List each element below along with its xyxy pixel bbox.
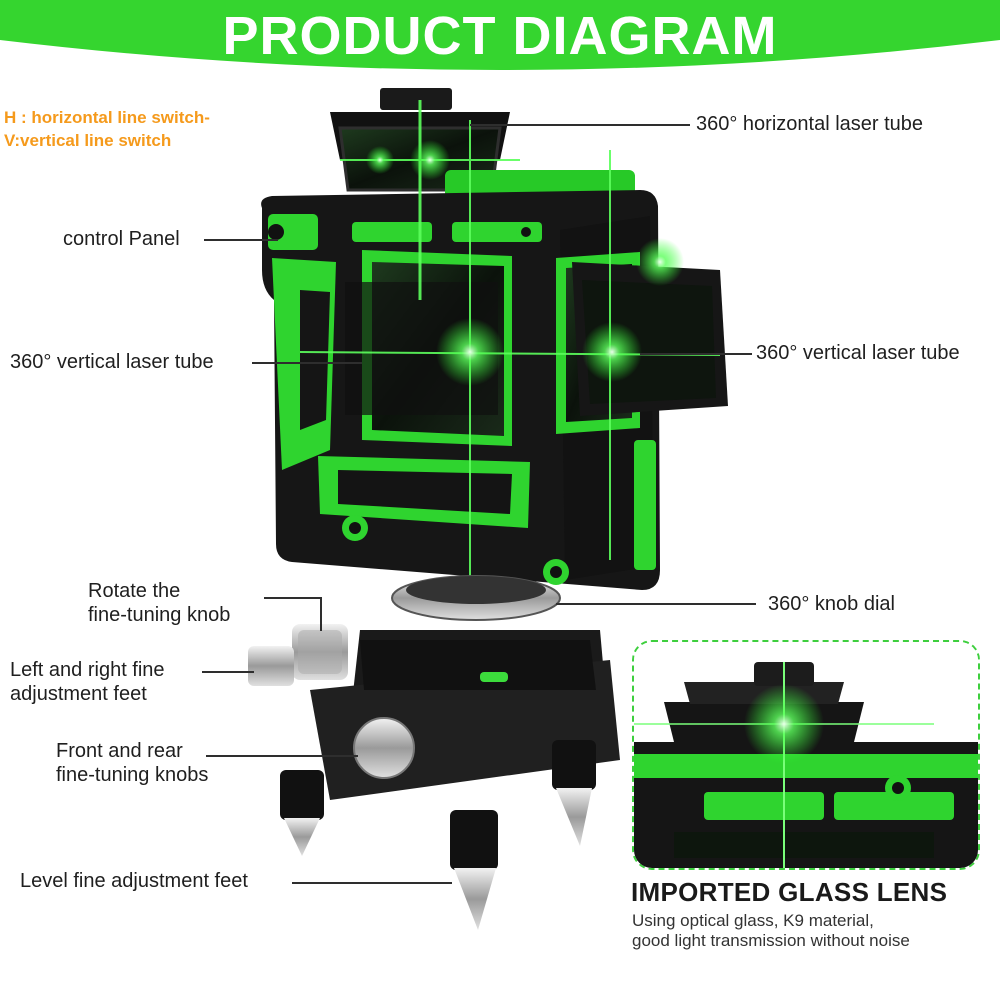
- switch-note: H : horizontal line switch- V:vertical l…: [4, 106, 210, 152]
- label-knob-dial: 360° knob dial: [768, 593, 895, 615]
- laser-glow: [582, 322, 642, 382]
- inset-desc-line1: Using optical glass, K9 material,: [632, 911, 874, 930]
- horizontal-laser-tube: [330, 88, 635, 200]
- inset-title: IMPORTED GLASS LENS: [631, 877, 948, 907]
- leader-vertical-tube-left: [252, 362, 362, 364]
- laser-glow: [366, 146, 394, 174]
- glass-lens-closeup: [634, 642, 978, 868]
- label-rotate-knob-line2: fine-tuning knob: [88, 604, 231, 626]
- inset-desc-line2: good light transmission without noise: [632, 931, 910, 950]
- laser-glow: [436, 318, 504, 386]
- leader-rotate-knob-v: [320, 597, 322, 631]
- left-right-knob: [248, 646, 294, 686]
- leader-fr-knobs: [206, 755, 358, 757]
- label-rotate-knob-line1: Rotate the: [88, 580, 181, 602]
- label-fr-knobs-line1: Front and rear: [56, 740, 183, 762]
- header-banner: PRODUCT DIAGRAM: [0, 0, 1000, 78]
- leader-lr-feet: [202, 671, 254, 673]
- label-lr-feet-line1: Left and right fine: [10, 659, 165, 681]
- switch-note-v: V:vertical line switch: [4, 131, 172, 150]
- level-feet: [280, 740, 596, 930]
- leader-vertical-tube-right: [640, 353, 752, 355]
- leader-control-panel: [204, 239, 278, 241]
- label-control-panel: control Panel: [63, 228, 180, 250]
- page-title: PRODUCT DIAGRAM: [222, 6, 778, 66]
- inset-description: Using optical glass, K9 material, good l…: [632, 911, 910, 951]
- label-vertical-tube-left: 360° vertical laser tube: [10, 351, 214, 373]
- switch-note-h: H : horizontal line switch-: [4, 108, 210, 127]
- leader-knob-dial: [556, 603, 756, 605]
- label-horizontal-tube: 360° horizontal laser tube: [696, 113, 924, 135]
- front-rear-knob: [353, 717, 415, 779]
- laser-glow: [636, 238, 684, 286]
- glass-lens-inset: [632, 640, 980, 870]
- label-level-feet: Level fine adjustment feet: [20, 870, 248, 892]
- control-panel: [268, 214, 318, 250]
- main-body: [261, 190, 728, 590]
- banner-shape: [0, 0, 1000, 70]
- label-lr-feet-line2: adjustment feet: [10, 683, 147, 705]
- leader-horizontal-tube: [470, 124, 690, 126]
- leader-level-feet: [292, 882, 452, 884]
- tripod-base: [248, 624, 620, 930]
- label-vertical-tube-right: 360° vertical laser tube: [756, 342, 960, 364]
- laser-glow: [410, 140, 450, 180]
- rotate-knob: [292, 624, 348, 680]
- knob-dial: [391, 575, 561, 621]
- label-fr-knobs-line2: fine-tuning knobs: [56, 764, 209, 786]
- leader-rotate-knob-h: [264, 597, 322, 599]
